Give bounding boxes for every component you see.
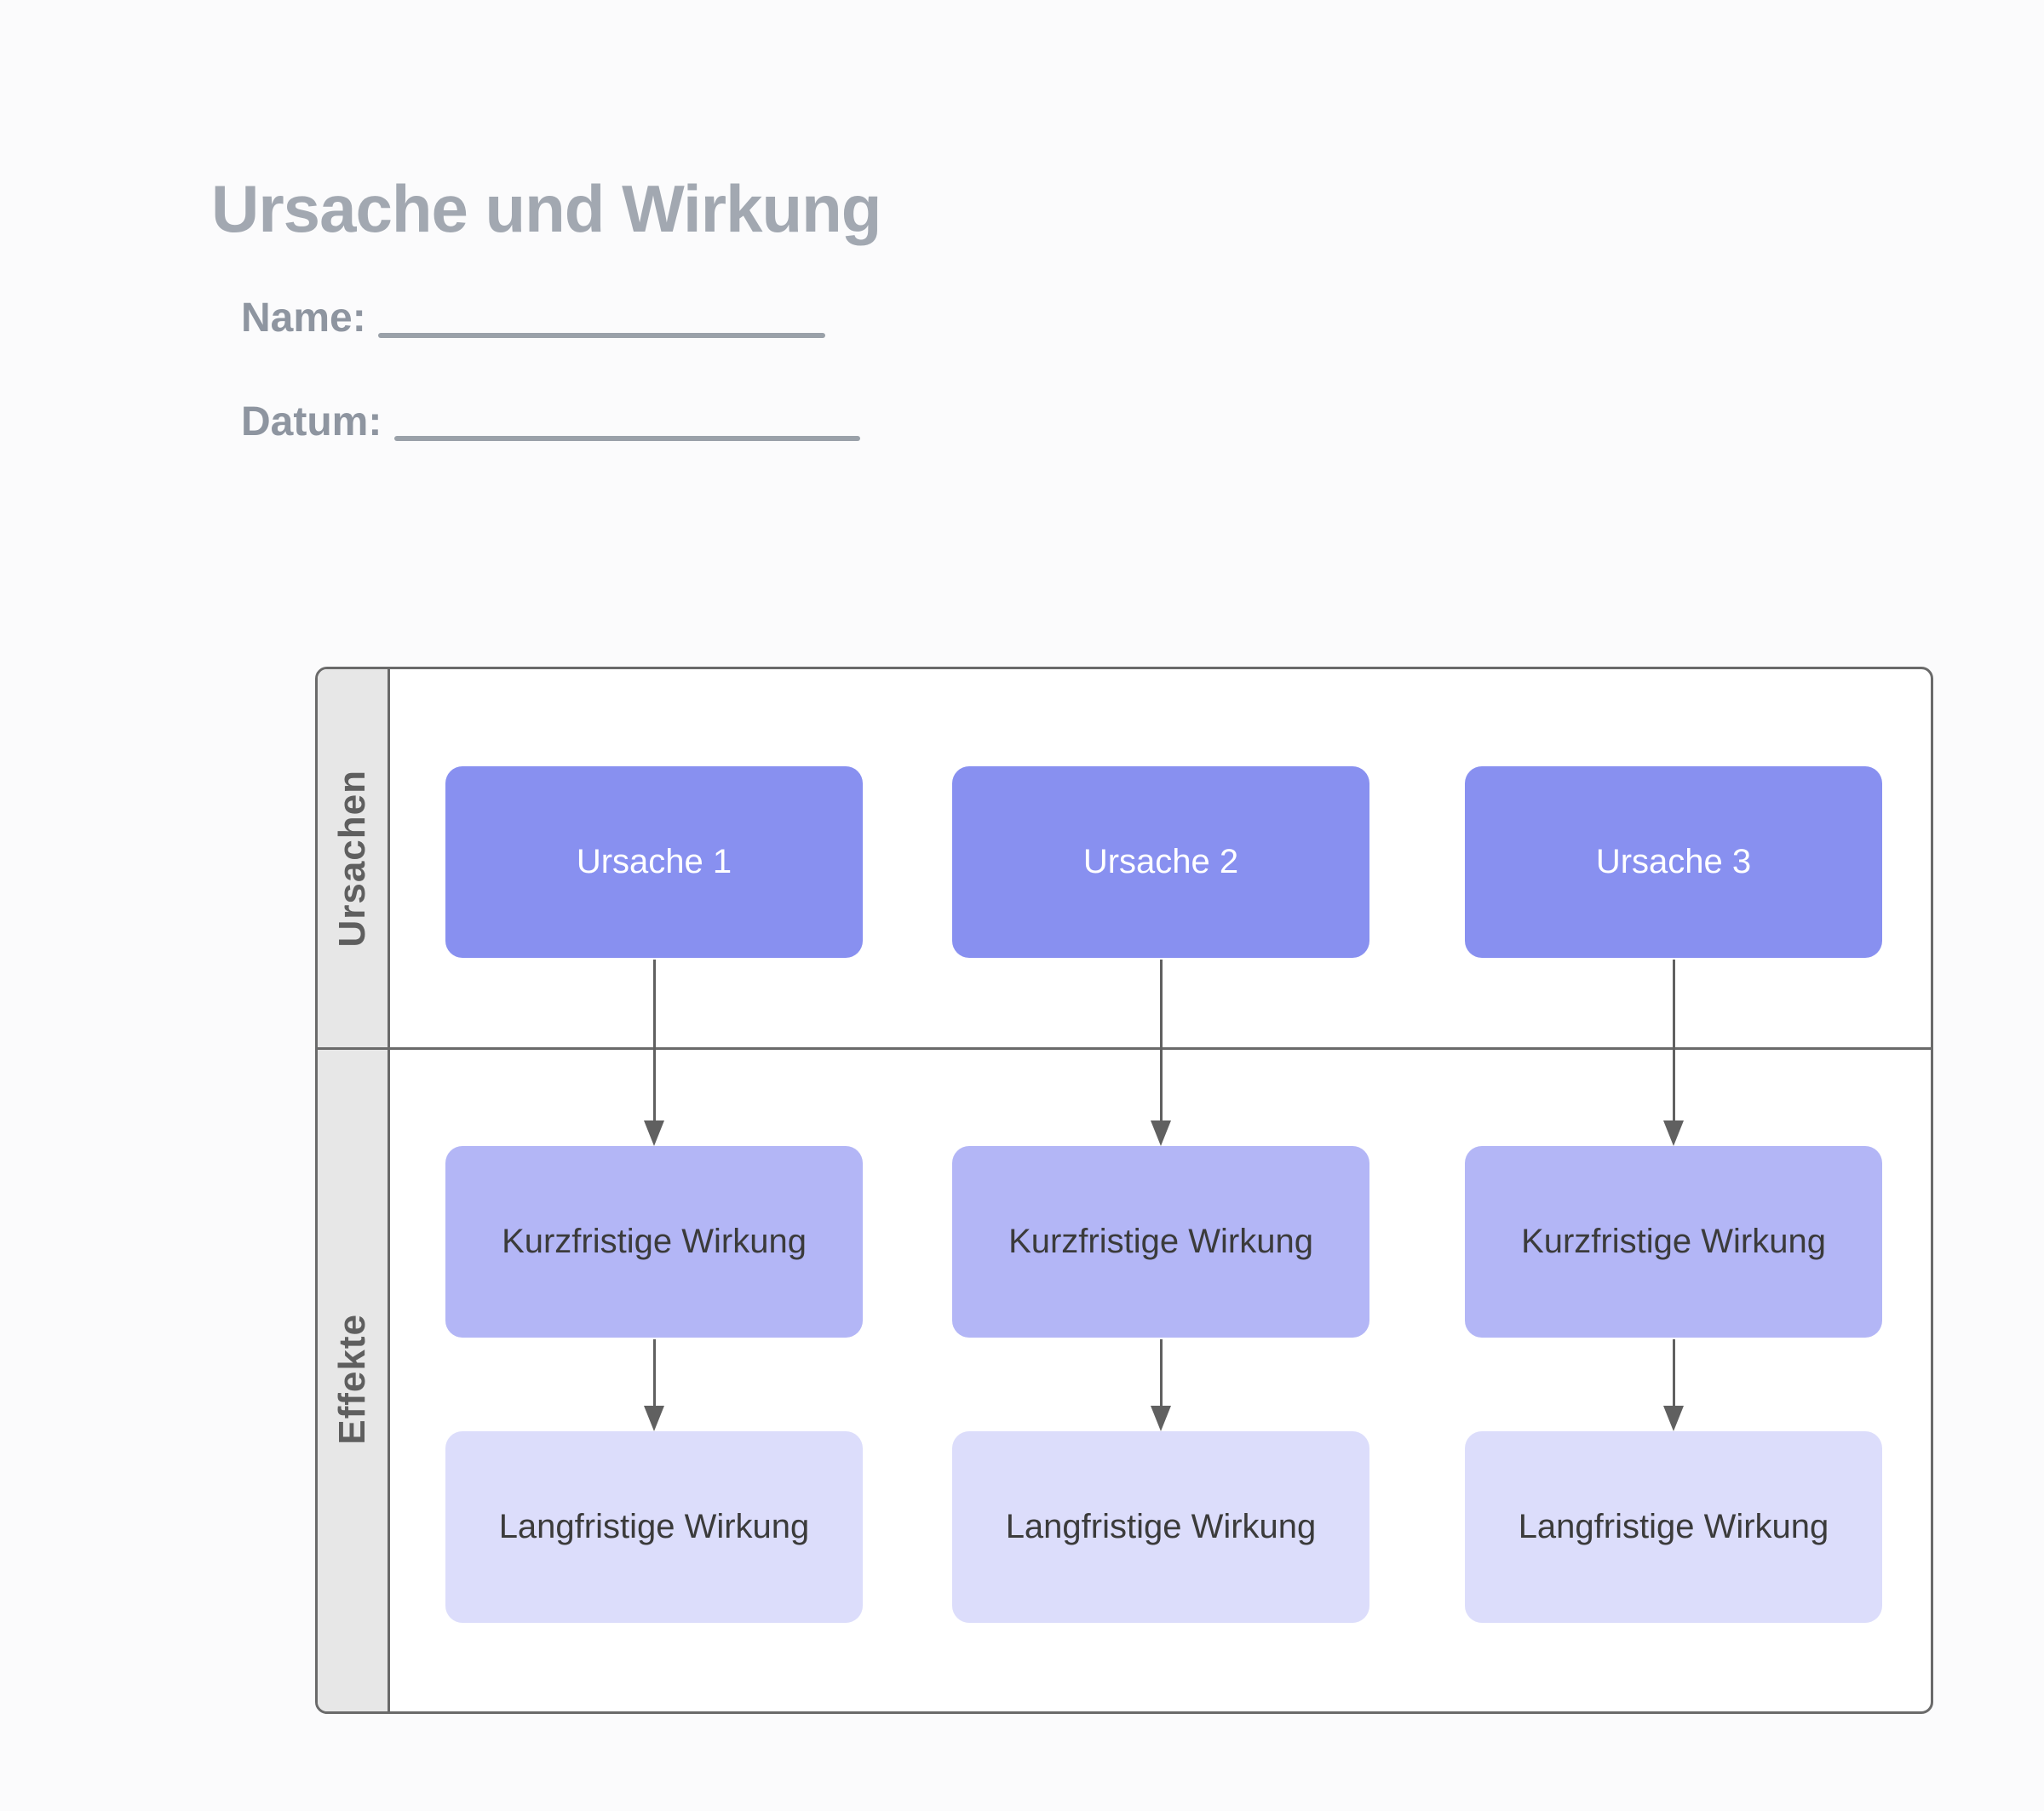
arrow-line (1159, 960, 1163, 1120)
row-header-ursachen: Ursachen (318, 669, 388, 1047)
datum-blank-line[interactable] (394, 436, 860, 441)
long-term-1-node[interactable]: Langfristige Wirkung (445, 1431, 863, 1623)
arrow-short1-to-long1 (644, 1339, 664, 1431)
long-term-2-label: Langfristige Wirkung (1005, 1508, 1317, 1545)
cause-3-label: Ursache 3 (1595, 843, 1752, 880)
long-term-3-label: Langfristige Wirkung (1518, 1508, 1829, 1545)
long-term-3-node[interactable]: Langfristige Wirkung (1465, 1431, 1882, 1623)
name-label: Name: (241, 295, 366, 341)
row-header-effekte: Effekte (318, 1047, 388, 1711)
short-term-1-label: Kurzfristige Wirkung (502, 1223, 807, 1260)
arrow-cause2-to-short2 (1151, 960, 1171, 1146)
cause-3-node[interactable]: Ursache 3 (1465, 766, 1882, 958)
arrow-line (1672, 1339, 1675, 1406)
datum-label: Datum: (241, 399, 382, 444)
short-term-2-node[interactable]: Kurzfristige Wirkung (952, 1146, 1369, 1338)
arrow-head-icon (1663, 1120, 1684, 1146)
short-term-1-node[interactable]: Kurzfristige Wirkung (445, 1146, 863, 1338)
arrow-cause3-to-short3 (1663, 960, 1684, 1146)
cause-effect-diagram: Ursachen Effekte Ursache 1 Ursache 2 Urs… (315, 667, 1933, 1714)
short-term-3-node[interactable]: Kurzfristige Wirkung (1465, 1146, 1882, 1338)
cause-1-label: Ursache 1 (576, 843, 732, 880)
arrow-short3-to-long3 (1663, 1339, 1684, 1431)
arrow-head-icon (644, 1120, 664, 1146)
short-term-3-label: Kurzfristige Wirkung (1521, 1223, 1826, 1260)
long-term-1-label: Langfristige Wirkung (498, 1508, 810, 1545)
row-header-column: Ursachen Effekte (318, 669, 390, 1711)
ursachen-row-label: Ursachen (331, 769, 373, 948)
arrow-head-icon (1663, 1406, 1684, 1431)
arrow-cause1-to-short1 (644, 960, 664, 1146)
page-title: Ursache und Wirkung (211, 171, 881, 246)
long-term-2-node[interactable]: Langfristige Wirkung (952, 1431, 1369, 1623)
cause-2-label: Ursache 2 (1082, 843, 1239, 880)
cause-2-node[interactable]: Ursache 2 (952, 766, 1369, 958)
arrow-head-icon (644, 1406, 664, 1431)
short-term-2-label: Kurzfristige Wirkung (1008, 1223, 1313, 1260)
arrow-head-icon (1151, 1406, 1171, 1431)
row-divider-line (318, 1047, 1931, 1050)
arrow-line (1672, 960, 1675, 1120)
arrow-line (1159, 1339, 1163, 1406)
arrow-line (652, 1339, 656, 1406)
effekte-row-label: Effekte (331, 1314, 373, 1445)
name-blank-line[interactable] (378, 333, 825, 338)
arrow-head-icon (1151, 1120, 1171, 1146)
arrow-line (652, 960, 656, 1120)
arrow-short2-to-long2 (1151, 1339, 1171, 1431)
cause-1-node[interactable]: Ursache 1 (445, 766, 863, 958)
